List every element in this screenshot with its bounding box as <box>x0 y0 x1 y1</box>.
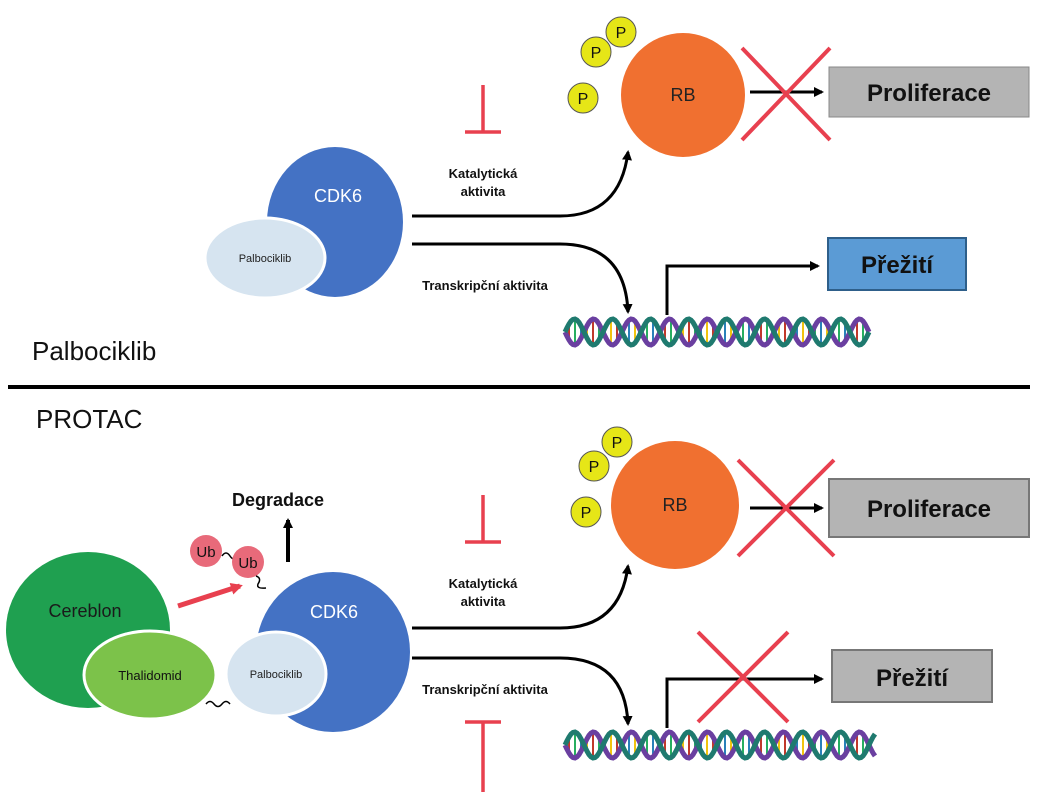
bottom-transcription-label: Transkripční aktivita <box>422 682 548 697</box>
proliferation-label: Proliferace <box>867 496 991 523</box>
top-catalytic-arrow <box>412 150 632 218</box>
cdk6-label: CDK6 <box>314 186 362 206</box>
top-phosphate-2: P <box>580 36 612 68</box>
top-catalytic-label-2: aktivita <box>461 184 507 199</box>
cdk6-label: CDK6 <box>310 602 358 622</box>
top-transcription-label: Transkripční aktivita <box>422 278 548 293</box>
rb-shape <box>611 441 739 569</box>
rb-shape <box>621 33 745 157</box>
phosphate-label: P <box>591 45 602 62</box>
bottom-survival-block-x-icon <box>696 630 790 724</box>
thalidomide-node: Thalidomid <box>82 629 218 721</box>
drug-label: Palbociklib <box>250 669 303 681</box>
bottom-survival-arrow <box>665 674 824 728</box>
bottom-phosphate-1: P <box>601 426 633 458</box>
bottom-rb-node: RB <box>611 441 739 569</box>
phosphate-label: P <box>581 505 592 522</box>
bottom-drug-node: Palbociklib <box>224 630 328 718</box>
bottom-phosphate-2: P <box>578 450 610 482</box>
rb-label: RB <box>662 495 687 515</box>
bottom-catalytic-label-2: aktivita <box>461 594 507 609</box>
dna-strand <box>562 729 878 761</box>
ub-1-shape <box>190 535 222 567</box>
survival-label: Přežití <box>876 665 949 692</box>
bottom-block-x-icon <box>736 458 836 558</box>
drug-shape <box>203 216 327 300</box>
cereblon-label: Cereblon <box>48 601 121 621</box>
top-section-label: Palbociklib <box>32 336 156 366</box>
top-survival-arrow <box>665 261 820 315</box>
ub-1-label: Ub <box>196 544 215 561</box>
bottom-transcription-inhibitor-icon <box>465 720 501 792</box>
top-drug-node: Palbociklib <box>203 216 327 300</box>
drug-label: Palbociklib <box>239 253 292 265</box>
bottom-catalytic-label-1: Katalytická <box>449 576 518 591</box>
phosphate-label: P <box>589 459 600 476</box>
drug-shape <box>224 630 328 718</box>
top-transcription-arrow <box>412 242 633 314</box>
phosphate-label: P <box>612 435 623 452</box>
ub-2-shape <box>232 546 264 578</box>
degradation-label: Degradace <box>232 490 324 510</box>
bottom-phosphate-3: P <box>570 496 602 528</box>
top-rb-node: RB <box>621 33 745 157</box>
linker-icon <box>205 700 231 708</box>
bottom-section: PROTAC Degradace Ub Ub Cereblon Thalidom… <box>6 404 1030 792</box>
proliferation-label: Proliferace <box>867 80 991 107</box>
bottom-dna-helix <box>562 729 878 761</box>
bottom-catalytic-arrow <box>412 564 632 630</box>
ub-chain: Ub Ub <box>190 535 267 589</box>
top-dna-helix <box>562 316 872 348</box>
top-phosphate-3: P <box>567 82 599 114</box>
survival-label: Přežití <box>861 252 934 279</box>
top-block-x-icon <box>740 46 832 142</box>
top-section: Palbociklib CDK6 Palbociklib Katalytická… <box>32 16 1030 366</box>
bottom-section-label: PROTAC <box>36 404 142 434</box>
top-catalytic-inhibitor-icon <box>465 85 501 134</box>
bottom-survival-box: Přežití <box>831 649 993 703</box>
rb-label: RB <box>670 85 695 105</box>
bottom-proliferation-box: Proliferace <box>828 478 1030 538</box>
phosphate-label: P <box>578 91 589 108</box>
dna-strand <box>562 316 872 348</box>
bottom-catalytic-inhibitor-icon <box>465 495 501 544</box>
phosphate-label: P <box>616 25 627 42</box>
recruitment-arrow <box>177 583 243 609</box>
top-phosphate-1: P <box>605 16 637 48</box>
ub-2-label: Ub <box>238 555 257 572</box>
top-catalytic-label-1: Katalytická <box>449 166 518 181</box>
dna-strand <box>562 729 878 761</box>
bottom-transcription-arrow <box>412 656 633 726</box>
thalidomide-shape <box>82 629 218 721</box>
top-proliferation-box: Proliferace <box>828 66 1030 118</box>
top-survival-box: Přežití <box>827 237 967 291</box>
thalidomide-label: Thalidomid <box>118 668 182 683</box>
